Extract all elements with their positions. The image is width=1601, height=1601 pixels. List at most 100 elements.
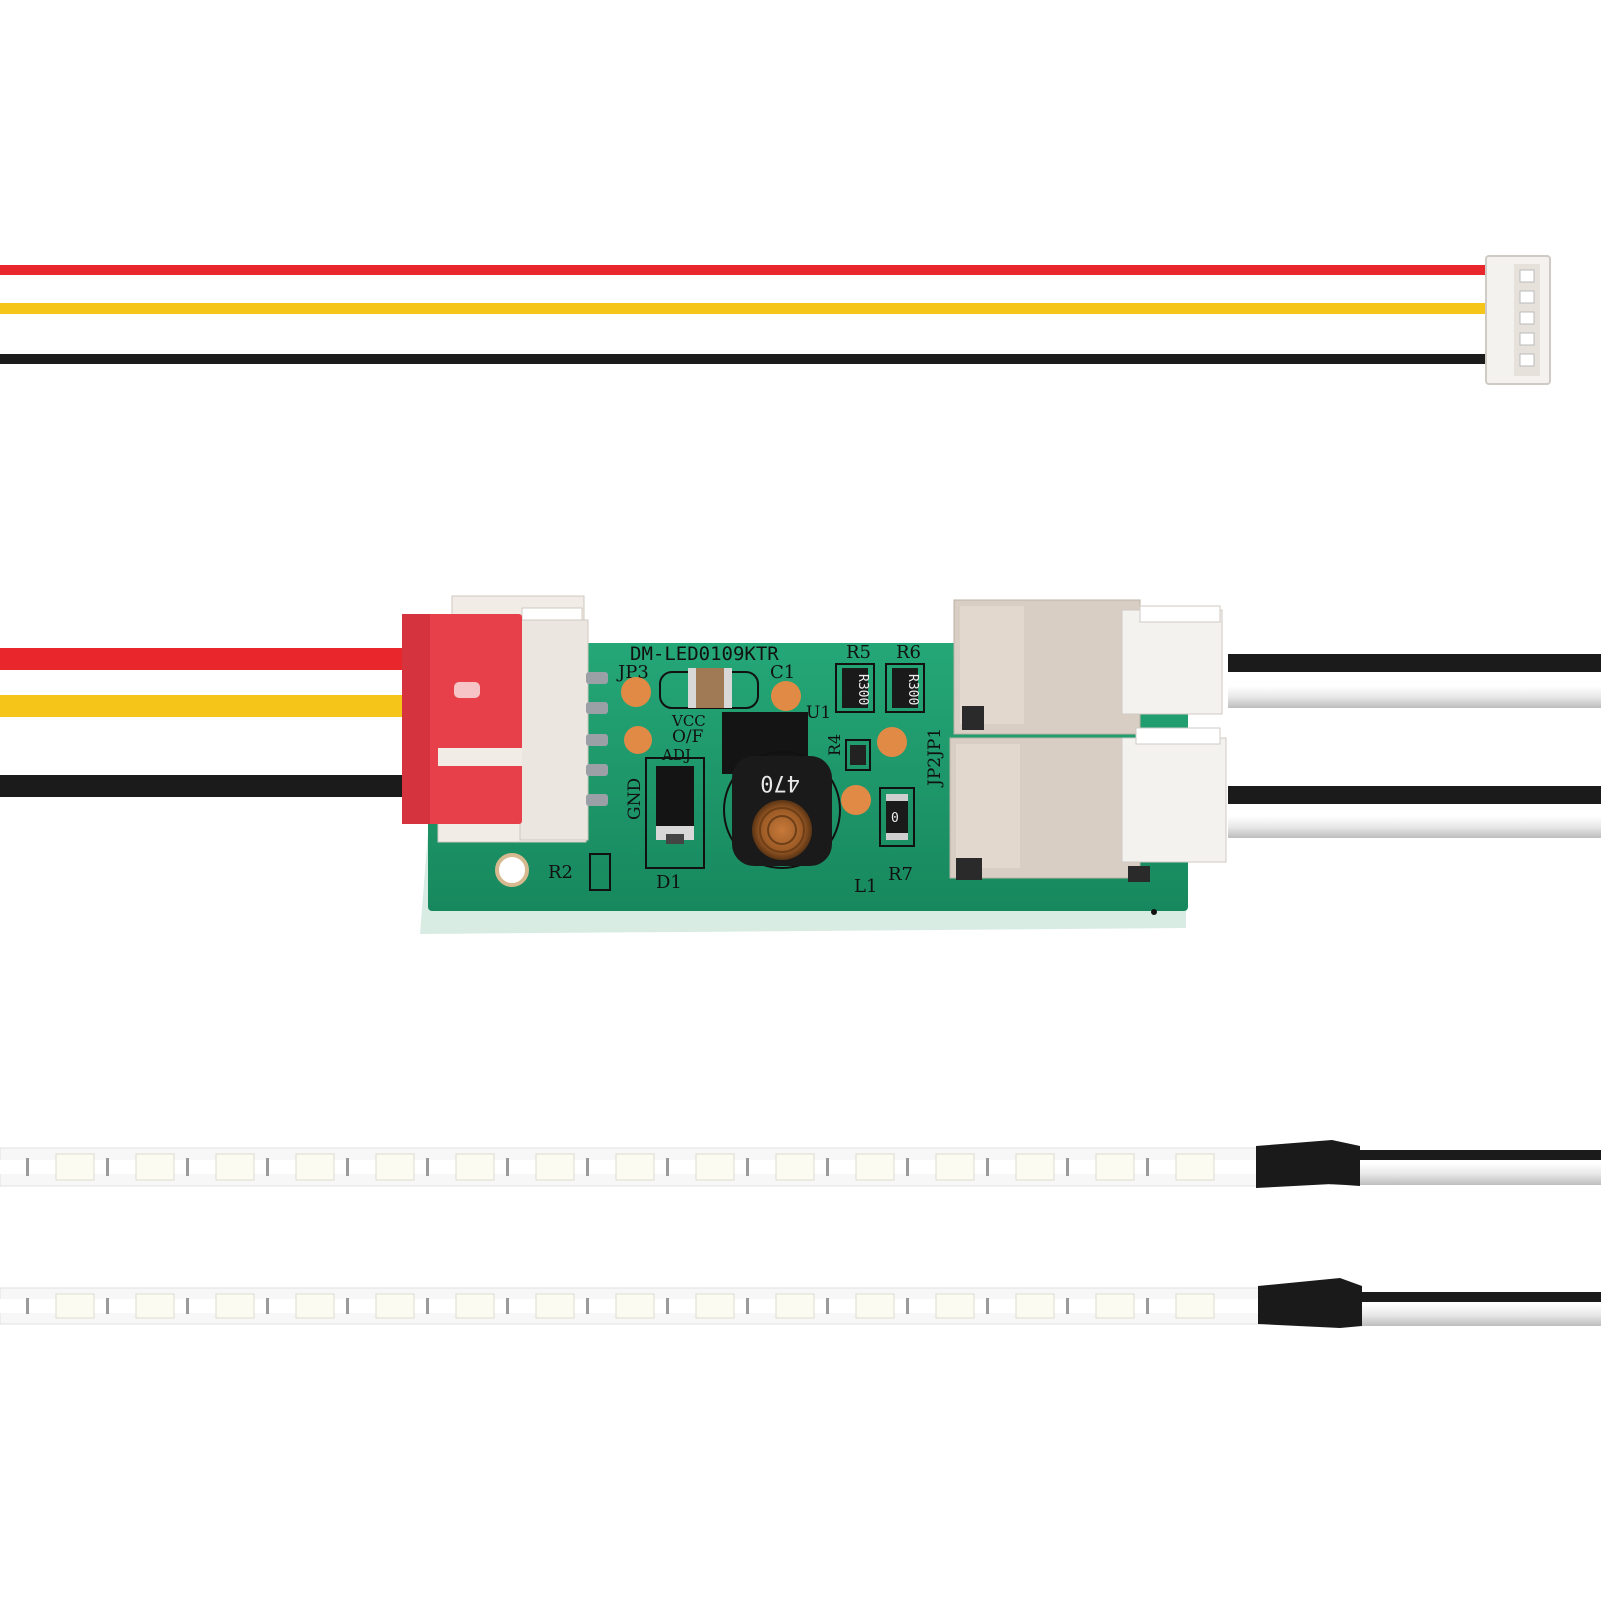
top-strip-led-chip [695, 1153, 735, 1181]
top-strip-led-chip [855, 1153, 895, 1181]
top-strip-segment-mark [26, 1158, 29, 1176]
top-strip-led-chip [1095, 1153, 1135, 1181]
pcb-label-vcc: VCC [671, 712, 706, 730]
led-strip-top [0, 1147, 1263, 1187]
top-strip-led-chip [135, 1153, 175, 1181]
top-three-wire-cable [0, 255, 1551, 385]
heatshrink-top [1256, 1140, 1360, 1188]
bottom-strip-segment-mark [1066, 1298, 1069, 1314]
yellow-wire [0, 303, 1490, 314]
top-strip-segment-mark [986, 1158, 989, 1176]
bottom-strip-led-chip [215, 1293, 255, 1319]
mounting-hole [495, 853, 529, 887]
led-strip-bottom [0, 1287, 1263, 1325]
bottom-strip-segment-mark [1146, 1298, 1149, 1314]
pcb-output-wires [1228, 654, 1601, 838]
bottom-strip-led-chip [455, 1293, 495, 1319]
bottom-strip-segment-mark [826, 1298, 829, 1314]
solder-pads [621, 677, 907, 815]
top-strip-segment-mark [426, 1158, 429, 1176]
top-strip-segment-mark [106, 1158, 109, 1176]
capacitor-c1 [659, 668, 759, 709]
led-strip-top-cable [1256, 1140, 1601, 1188]
top-strip-segment-mark [586, 1158, 589, 1176]
black-input-wire [0, 775, 412, 797]
pcb-label-adj: ADJ [661, 746, 691, 764]
red-wire [0, 265, 1490, 275]
top-strip-segment-mark [826, 1158, 829, 1176]
resistor-r7-marking: 0 [891, 811, 899, 826]
resistor-r6: R300 [885, 663, 925, 713]
pcb-input-wires [0, 648, 412, 797]
top-strip-segment-mark [186, 1158, 189, 1176]
bottom-strip-led-chip [855, 1293, 895, 1319]
bottom-strip-led-chip [295, 1293, 335, 1319]
top-strip-segment-mark [506, 1158, 509, 1176]
top-strip-led-chip [1015, 1153, 1055, 1181]
bottom-strip-led-chip [55, 1293, 95, 1319]
led-strip-bottom-cable [1258, 1278, 1601, 1328]
bottom-strip-led-chip [695, 1293, 735, 1319]
top-strip-segment-mark [266, 1158, 269, 1176]
pcb-label-r6: R6 [896, 642, 921, 663]
pcb-label-l1: L1 [854, 876, 877, 897]
pcb-label-r4: R4 [825, 734, 844, 756]
bottom-strip-segment-mark [106, 1298, 109, 1314]
pcb-label-jp2jp1: JP2JP1 [925, 728, 945, 788]
red-input-wire [0, 648, 412, 670]
bottom-strip-segment-mark [186, 1298, 189, 1314]
bottom-strip-led-chip [1015, 1293, 1055, 1319]
bottom-strip-led-chip [1095, 1293, 1135, 1319]
top-strip-segment-mark [746, 1158, 749, 1176]
pcb-label-d1: D1 [656, 872, 682, 893]
top-strip-segment-mark [1066, 1158, 1069, 1176]
pcb-label-gnd: GND [625, 778, 645, 820]
pcb-label-r7: R7 [888, 864, 913, 885]
output-connector-top [953, 599, 1223, 735]
top-strip-segment-mark [906, 1158, 909, 1176]
bottom-strip-segment-mark [266, 1298, 269, 1314]
resistor-r5-marking: R300 [855, 674, 870, 705]
top-strip-led-chip [1175, 1153, 1215, 1181]
bottom-strip-segment-mark [346, 1298, 349, 1314]
bottom-strip-segment-mark [26, 1298, 29, 1314]
top-strip-led-chip [375, 1153, 415, 1181]
input-connector [402, 595, 608, 843]
top-strip-led-chip [295, 1153, 335, 1181]
bottom-strip-segment-mark [666, 1298, 669, 1314]
bottom-strip-segment-mark [426, 1298, 429, 1314]
bottom-strip-segment-mark [746, 1298, 749, 1314]
top-strip-led-chip [55, 1153, 95, 1181]
inductor-marking: 470 [760, 770, 800, 795]
bottom-strip-led-chip [535, 1293, 575, 1319]
yellow-input-wire [0, 695, 412, 717]
bottom-strip-segment-mark [906, 1298, 909, 1314]
resistor-r2 [589, 853, 611, 891]
top-strip-segment-mark [666, 1158, 669, 1176]
top-strip-segment-mark [346, 1158, 349, 1176]
resistor-r4 [845, 739, 871, 771]
bottom-strip-led-chip [375, 1293, 415, 1319]
top-strip-led-chip [455, 1153, 495, 1181]
bottom-strip-led-chip [775, 1293, 815, 1319]
black-wire [0, 354, 1490, 364]
bottom-strip-segment-mark [506, 1298, 509, 1314]
top-strip-led-chip [935, 1153, 975, 1181]
resistor-r5: R300 [835, 663, 875, 713]
resistor-r6-marking: R300 [905, 674, 920, 705]
top-strip-led-chip [775, 1153, 815, 1181]
pcb-label-c1: C1 [770, 662, 795, 683]
top-strip-led-chip [615, 1153, 655, 1181]
pcb-label-u1: U1 [806, 703, 831, 723]
pcb-model-label: DM-LED0109KTR [630, 643, 779, 665]
inductor-l1: 470 [723, 751, 841, 869]
top-strip-segment-mark [1146, 1158, 1149, 1176]
bottom-strip-led-chip [615, 1293, 655, 1319]
pcb-label-r2: R2 [548, 862, 573, 883]
diode-d1 [645, 757, 705, 869]
bottom-strip-led-chip [135, 1293, 175, 1319]
top-strip-led-chip [535, 1153, 575, 1181]
output-connector-bottom [949, 727, 1227, 882]
bottom-strip-segment-mark [986, 1298, 989, 1314]
